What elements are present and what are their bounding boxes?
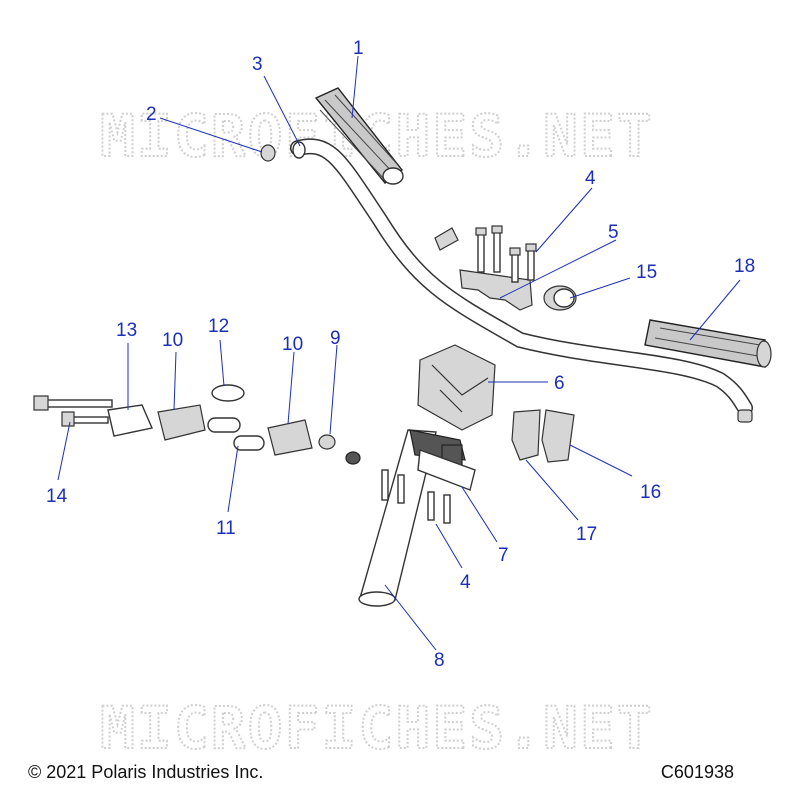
steering-post — [358, 429, 476, 607]
callout-3: 3 — [252, 54, 263, 75]
callout-14: 14 — [46, 486, 68, 507]
callout-12: 12 — [208, 316, 229, 337]
callout-11: 11 — [216, 518, 236, 539]
callout-10-right: 10 — [282, 334, 303, 355]
callout-10-left: 10 — [162, 330, 183, 351]
callout-1: 1 — [353, 38, 364, 59]
diagram-id: C601938 — [660, 762, 734, 782]
clamp-ring — [543, 285, 577, 311]
right-grip — [644, 319, 772, 368]
bar-end-right — [737, 409, 753, 423]
bar-end-left — [260, 144, 276, 162]
top-clamp — [434, 225, 537, 311]
left-mount-parts — [33, 384, 361, 465]
callout-6: 6 — [554, 373, 565, 394]
callout-8: 8 — [434, 650, 445, 671]
riser — [417, 344, 496, 431]
callout-18: 18 — [734, 256, 755, 277]
leader-lines — [57, 55, 741, 651]
callout-9: 9 — [330, 328, 341, 349]
callout-4-top: 4 — [585, 168, 596, 189]
callout-7: 7 — [498, 545, 509, 566]
callout-4-bottom: 4 — [460, 572, 471, 593]
copyright-notice: © 2021 Polaris Industries Inc. — [28, 762, 264, 782]
callout-15: 15 — [636, 262, 657, 283]
callout-16: 16 — [640, 482, 661, 503]
callout-13: 13 — [116, 320, 137, 341]
left-grip — [314, 87, 404, 185]
callout-numbers: 1 2 3 4 5 15 18 12 13 10 10 9 6 14 11 16… — [46, 38, 755, 671]
callout-17: 17 — [576, 524, 597, 545]
callout-5: 5 — [608, 222, 619, 243]
handlebar — [290, 138, 753, 416]
callout-2: 2 — [146, 104, 157, 125]
riser-covers — [511, 409, 575, 463]
watermark-bottom: MICROFICHES.NET — [100, 694, 654, 762]
